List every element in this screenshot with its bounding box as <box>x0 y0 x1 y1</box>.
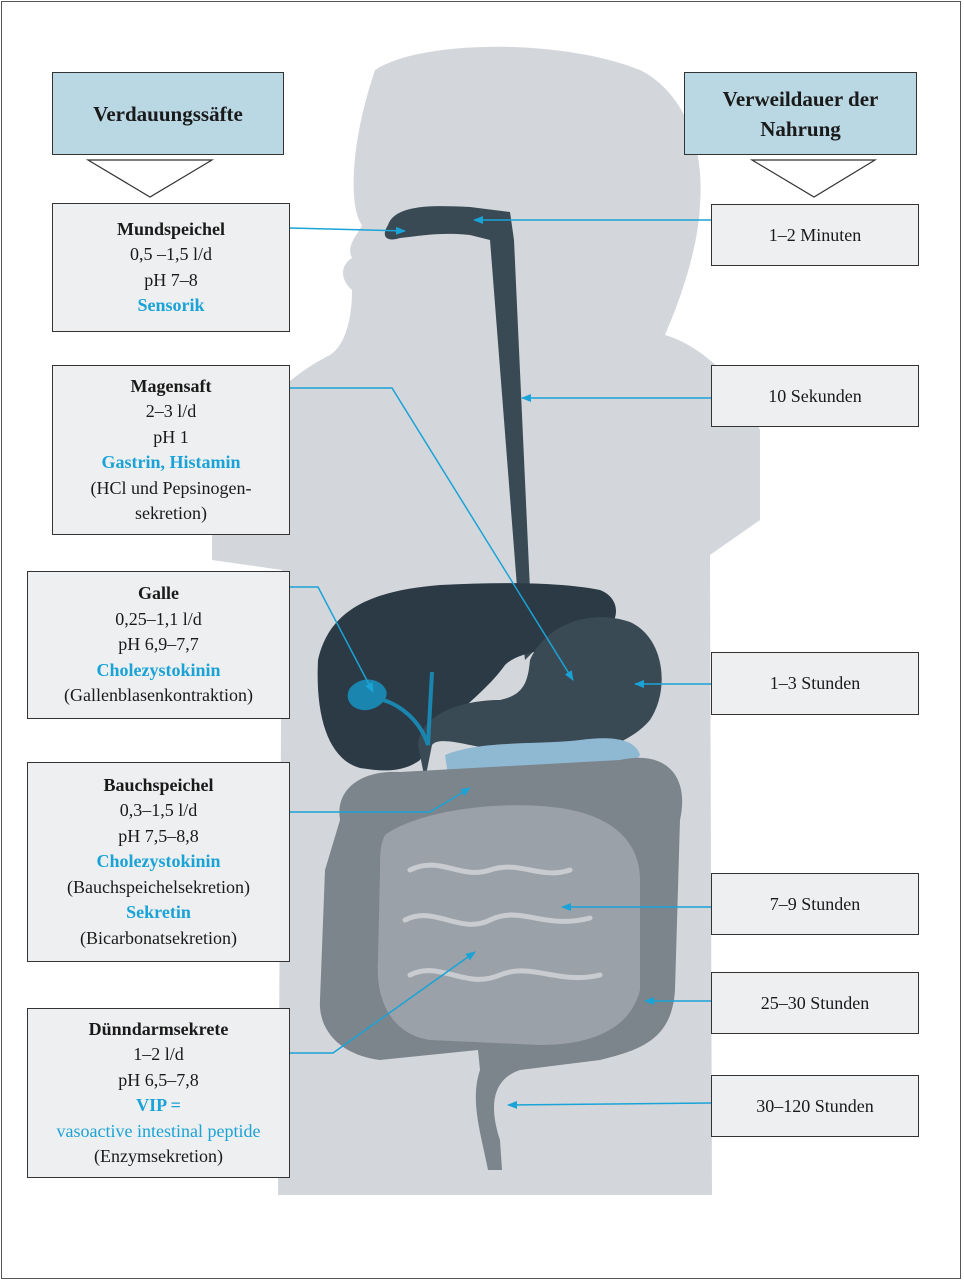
header-right-line2: Nahrung <box>760 114 841 144</box>
juice-note: (HCl und Pepsinogen- <box>91 476 252 502</box>
duration-box-dickdarm: 25–30 Stunden <box>711 972 919 1034</box>
duration-box-enddarm: 30–120 Stunden <box>711 1075 919 1137</box>
duration-box-mund: 1–2 Minuten <box>711 204 919 266</box>
header-right-line1: Verweildauer der <box>723 84 879 114</box>
duration-box-magen: 1–3 Stunden <box>711 652 919 715</box>
duration-text: 25–30 Stunden <box>761 993 870 1014</box>
juice-ph: pH 7–8 <box>144 268 198 294</box>
juice-title: Galle <box>138 581 179 607</box>
juice-regulator: Cholezystokinin <box>96 658 220 684</box>
juice-volume: 0,25–1,1 l/d <box>115 607 202 633</box>
duration-text: 30–120 Stunden <box>756 1096 874 1117</box>
juice-note: (Enzymsekretion) <box>94 1144 223 1170</box>
juice-note: sekretion) <box>135 501 207 527</box>
juice-title: Dünndarmsekrete <box>89 1017 229 1043</box>
juice-regulator: Cholezystokinin <box>96 849 220 875</box>
duration-box-speiseroehre: 10 Sekunden <box>711 365 919 427</box>
juice-title: Mundspeichel <box>117 217 225 243</box>
juice-volume: 2–3 l/d <box>146 399 197 425</box>
juice-ph: pH 6,9–7,7 <box>118 632 199 658</box>
juice-regulator-2: Sekretin <box>126 900 191 926</box>
right-header-arrow-icon <box>752 160 875 197</box>
header-verweildauer: Verweildauer der Nahrung <box>684 72 917 155</box>
juice-regulator: VIP = <box>136 1093 181 1119</box>
header-left-text: Verdauungssäfte <box>93 99 243 129</box>
duration-box-duenndarm: 7–9 Stunden <box>711 873 919 935</box>
juice-volume: 0,3–1,5 l/d <box>120 798 198 824</box>
juice-note: (Bicarbonatsekretion) <box>80 926 237 952</box>
small-intestine <box>378 805 640 1045</box>
juice-ph: pH 1 <box>153 425 189 451</box>
juice-note: (Gallenblasenkontraktion) <box>64 683 253 709</box>
juice-ph: pH 7,5–8,8 <box>118 824 199 850</box>
duration-text: 1–2 Minuten <box>769 225 862 246</box>
duration-text: 1–3 Stunden <box>770 673 861 694</box>
duration-text: 7–9 Stunden <box>770 894 861 915</box>
juice-box-duenndarmsekrete: Dünndarmsekrete 1–2 l/d pH 6,5–7,8 VIP =… <box>27 1008 290 1178</box>
juice-ph: pH 6,5–7,8 <box>118 1068 199 1094</box>
juice-title: Bauchspeichel <box>103 773 213 799</box>
juice-regulator-desc: vasoactive intestinal peptide <box>57 1119 261 1145</box>
juice-box-mundspeichel: Mundspeichel 0,5 –1,5 l/d pH 7–8 Sensori… <box>52 203 290 332</box>
juice-regulator: Sensorik <box>137 293 204 319</box>
juice-box-magensaft: Magensaft 2–3 l/d pH 1 Gastrin, Histamin… <box>52 365 290 535</box>
juice-regulator: Gastrin, Histamin <box>101 450 240 476</box>
juice-box-bauchspeichel: Bauchspeichel 0,3–1,5 l/d pH 7,5–8,8 Cho… <box>27 762 290 962</box>
juice-title: Magensaft <box>131 374 212 400</box>
header-verdauungssaefte: Verdauungssäfte <box>52 72 284 155</box>
juice-volume: 1–2 l/d <box>133 1042 184 1068</box>
juice-volume: 0,5 –1,5 l/d <box>130 242 212 268</box>
juice-note: (Bauchspeichelsekretion) <box>67 875 250 901</box>
duration-text: 10 Sekunden <box>768 386 862 407</box>
left-header-arrow-icon <box>88 160 212 197</box>
juice-box-galle: Galle 0,25–1,1 l/d pH 6,9–7,7 Cholezysto… <box>27 571 290 719</box>
